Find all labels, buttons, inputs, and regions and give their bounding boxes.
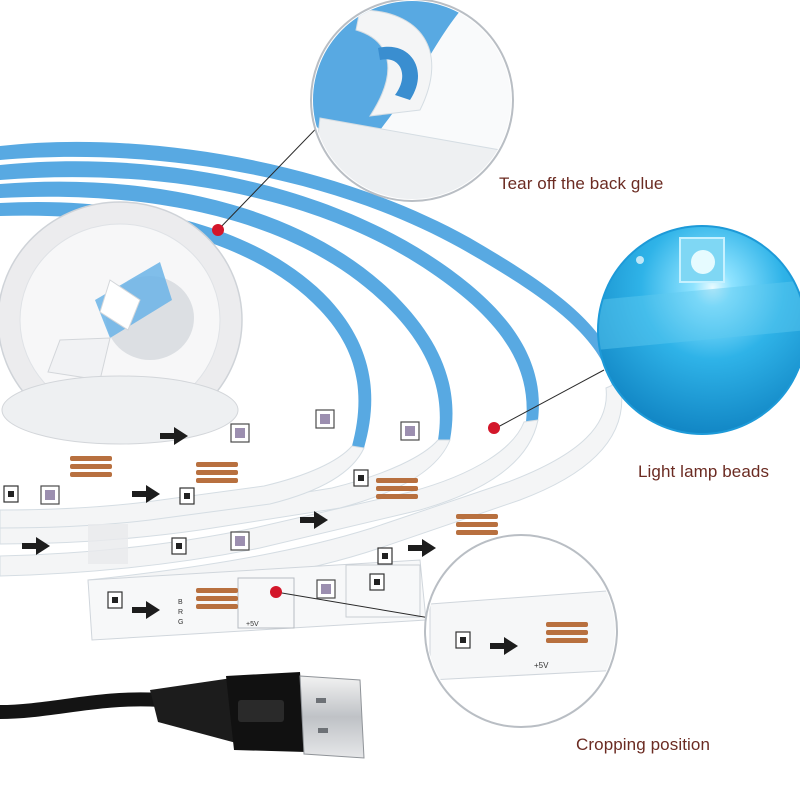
strip-components	[3, 409, 498, 565]
pad-label-r: R	[178, 609, 183, 616]
callout-lamp-beads	[488, 225, 800, 435]
strip-reel	[0, 201, 243, 445]
backing-tape	[0, 141, 620, 448]
cropping-position-label: Cropping position	[576, 735, 711, 754]
back-glue-label: Tear off the back glue	[499, 174, 664, 193]
strip-markings: B R G +5V	[178, 599, 259, 628]
pad-label-g: G	[178, 619, 183, 626]
usb-plug-icon	[0, 672, 365, 759]
lamp-beads-label: Light lamp beads	[638, 462, 770, 481]
callout-cropping: +5V	[270, 534, 618, 728]
front-strip-segment	[87, 559, 427, 641]
pad-label-b: B	[178, 599, 183, 606]
strip-voltage-mark: +5V	[246, 621, 259, 628]
crop-voltage-mark: +5V	[534, 661, 549, 670]
